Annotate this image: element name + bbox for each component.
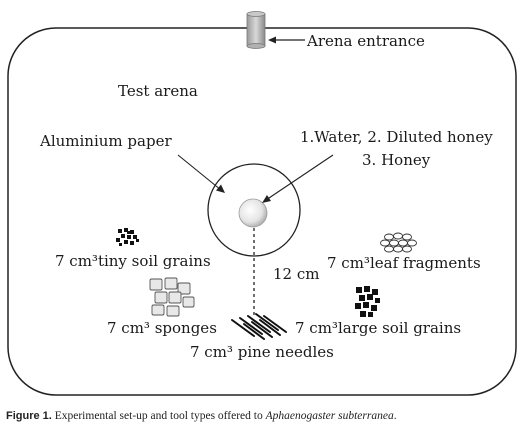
arena-entrance-arrow [268,36,305,44]
leaf-fragments-icon [380,232,417,253]
pine-needles-label: 7 cm³ pine needles [190,343,334,361]
figure-caption-label: Figure 1. [6,410,52,422]
distance-label: 12 cm [273,265,319,283]
leaf-fragments-label: 7 cm³leaf fragments [327,254,481,272]
options-arrow [262,154,334,203]
tiny-soil-grains-label: 7 cm³tiny soil grains [55,252,211,270]
tiny-soil-grains-icon [116,228,139,246]
options-label-line2: 3. Honey [362,151,431,169]
arena-entrance-tube [246,11,266,49]
figure-caption-species: Aphaenogaster subterranea [265,410,394,422]
options-label-line1: 1.Water, 2. Diluted honey [300,128,493,146]
arena-entrance-label: Arena entrance [306,32,425,50]
pine-needles-icon [231,313,287,340]
large-soil-grains-icon [355,286,380,317]
figure-caption: Figure 1. Experimental set-up and tool t… [6,410,526,422]
sponges-icon [149,277,195,317]
aluminium-paper-arrow [177,154,225,193]
sponges-label: 7 cm³ sponges [107,319,217,337]
test-arena-label: Test arena [118,82,198,100]
large-soil-grains-label: 7 cm³large soil grains [295,319,461,337]
food-dish [238,198,268,228]
figure-caption-text: Experimental set-up and tool types offer… [54,410,263,422]
aluminium-paper-label: Aluminium paper [39,132,172,150]
aluminium-paper-circle [207,163,301,257]
figure-caption-end: . [393,410,397,422]
